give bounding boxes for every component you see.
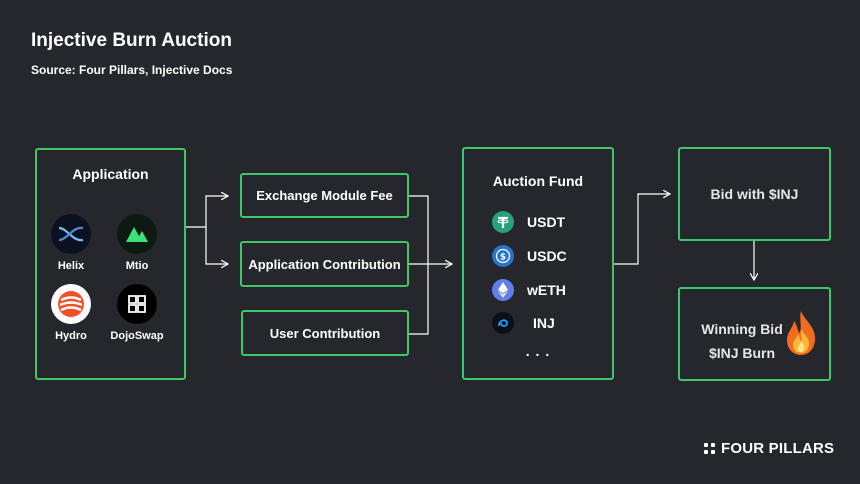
token-label-usdc: USDC <box>527 248 567 264</box>
bid-box: Bid with $INJ <box>678 147 831 241</box>
app-name-dojoswap: DojoSwap <box>110 330 164 342</box>
winning-bid-line1: Winning Bid <box>701 321 783 337</box>
brand-dots-icon <box>704 443 715 454</box>
user-contribution-box: User Contribution <box>241 310 409 356</box>
arrow-fund-to-bid <box>614 194 670 265</box>
fire-icon <box>783 309 819 362</box>
exchange-module-fee-label: Exchange Module Fee <box>256 188 393 203</box>
winning-bid-line2: $INJ Burn <box>708 345 776 361</box>
token-row-usdc: $ USDC <box>492 245 567 267</box>
winning-bid-text: Winning Bid $INJ Burn <box>690 317 794 365</box>
ethereum-icon <box>492 279 514 301</box>
app-name-mtio: Mtio <box>125 260 149 272</box>
hydro-icon <box>51 284 91 324</box>
tether-icon <box>492 211 514 233</box>
arrow-app-to-exchange <box>186 196 228 228</box>
exchange-module-fee-box: Exchange Module Fee <box>240 173 409 218</box>
bid-label: Bid with $INJ <box>710 186 799 202</box>
arrow-app-to-appcontrib <box>205 227 228 264</box>
auction-fund-label: Auction Fund <box>492 173 584 189</box>
application-box: Application Helix Mtio Hydro DojoSwap <box>35 148 186 380</box>
dojoswap-icon <box>117 284 157 324</box>
usdc-icon: $ <box>492 245 514 267</box>
application-contribution-label: Application Contribution <box>248 256 401 272</box>
line-user-merge <box>409 264 429 335</box>
token-row-weth: wETH <box>492 279 566 301</box>
helix-icon <box>51 214 91 254</box>
application-contribution-box: Application Contribution <box>240 241 409 287</box>
winning-bid-box: Winning Bid $INJ Burn <box>678 287 831 381</box>
token-row-inj: INJ <box>492 312 555 334</box>
injective-icon <box>492 312 514 334</box>
brand-logo: FOUR PILLARS <box>704 440 834 457</box>
token-row-usdt: USDT <box>492 211 565 233</box>
token-label-weth: wETH <box>527 282 566 298</box>
application-label: Application <box>72 166 149 182</box>
mtio-icon <box>117 214 157 254</box>
auction-fund-box: Auction Fund USDT $ USDC wETH INJ . . . <box>462 147 614 380</box>
page-title: Injective Burn Auction <box>31 30 232 51</box>
brand-name: FOUR PILLARS <box>721 440 835 457</box>
page-subtitle: Source: Four Pillars, Injective Docs <box>31 63 233 77</box>
token-label-usdt: USDT <box>527 214 566 230</box>
token-label-inj: INJ <box>533 315 555 331</box>
app-name-helix: Helix <box>57 260 85 272</box>
more-tokens-ellipsis: . . . <box>525 343 551 359</box>
user-contribution-label: User Contribution <box>269 325 381 341</box>
svg-text:$: $ <box>500 253 506 263</box>
app-name-hydro: Hydro <box>55 330 87 342</box>
line-exchange-merge <box>409 195 429 264</box>
